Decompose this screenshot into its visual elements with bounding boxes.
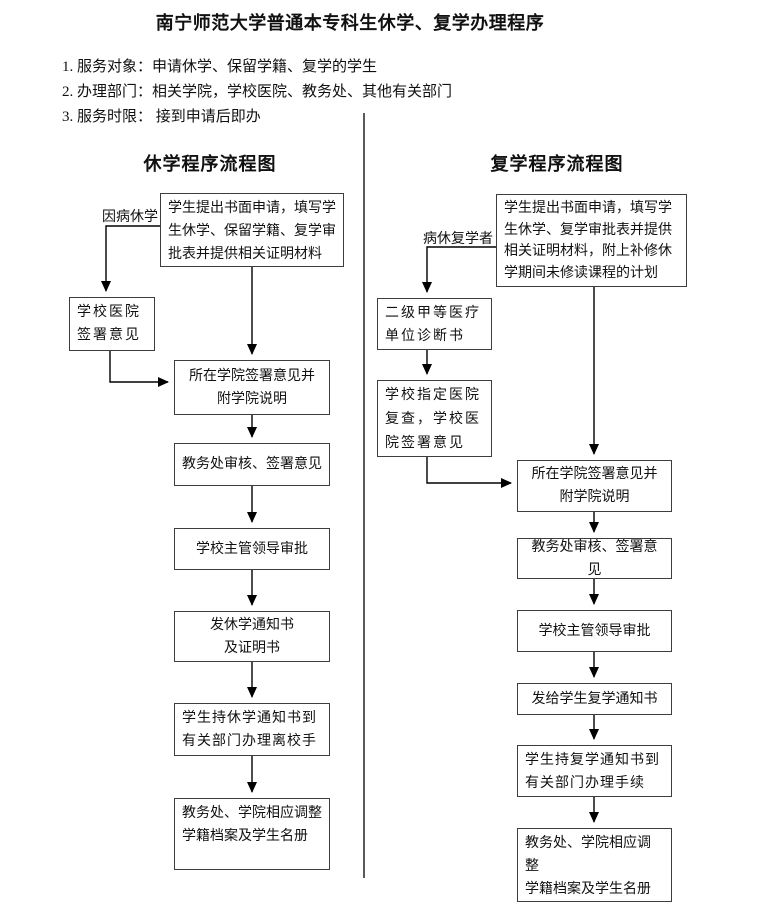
suspension-branch-label: 因病休学 (102, 210, 158, 225)
resumption-step-procedures-box: 学生持复学通知书到 有关部门办理手续 (517, 745, 672, 797)
resumption-step-archives-box: 教务处、学院相应调整 学籍档案及学生名册 (517, 828, 672, 902)
suspension-step-apply-box: 学生提出书面申请，填写学 生休学、保留学籍、复学审 批表并提供相关证明材料 (160, 193, 344, 267)
suspension-step-notice-box: 发休学通知书 及证明书 (174, 611, 330, 662)
note-handling-departments: 2. 办理部门：相关学院，学校医院、教务处、其他有关部门 (62, 84, 453, 100)
suspension-chart-title: 休学程序流程图 (143, 154, 277, 174)
resumption-step-apply-box: 学生提出书面申请，填写学 生休学、复学审批表并提供 相关证明材料，附上补修休 学… (496, 194, 687, 287)
suspension-step-archives-box: 教务处、学院相应调整 学籍档案及学生名册 (174, 798, 330, 870)
note-service-time-limit: 3. 服务时限： 接到申请后即办 (62, 109, 261, 125)
resumption-step-diagnosis-box: 二级甲等医疗 单位诊断书 (377, 298, 492, 350)
suspension-step-leader-box: 学校主管领导审批 (174, 528, 330, 570)
suspension-step-hospital-box: 学校医院 签署意见 (69, 297, 155, 351)
resumption-step-academic-office-box: 教务处审核、签署意见 (517, 538, 672, 579)
suspension-step-college-box: 所在学院签署意见并 附学院说明 (174, 360, 330, 415)
resumption-step-college-box: 所在学院签署意见并 附学院说明 (517, 460, 672, 512)
notes-list: 1. 服务对象：申请休学、保留学籍、复学的学生 2. 办理部门：相关学院，学校医… (62, 55, 452, 130)
resumption-chart-title: 复学程序流程图 (490, 154, 624, 174)
note-service-target: 1. 服务对象：申请休学、保留学籍、复学的学生 (62, 59, 378, 75)
suspension-step-procedures-box: 学生持休学通知书到 有关部门办理离校手 (174, 703, 330, 756)
resumption-step-notice-box: 发给学生复学通知书 (517, 683, 672, 715)
suspension-step-academic-office-box: 教务处审核、签署意见 (174, 443, 330, 486)
resumption-branch-label: 病休复学者 (423, 232, 493, 247)
resumption-step-leader-box: 学校主管领导审批 (517, 610, 672, 652)
resumption-step-recheck-box: 学校指定医院 复查，学校医 院签署意见 (377, 380, 492, 457)
page-title: 南宁师范大学普通本专科生休学、复学办理程序 (155, 13, 545, 33)
